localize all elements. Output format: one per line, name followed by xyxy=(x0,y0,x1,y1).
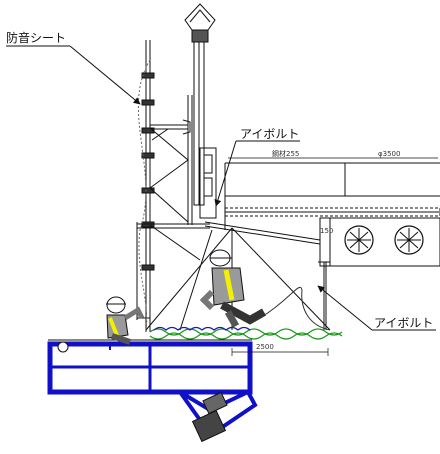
kneeling-worker-icon xyxy=(199,249,266,328)
crouching-worker-icon xyxy=(106,296,145,345)
leader-lines xyxy=(6,45,436,331)
eyebolt-bottom-label: アイボルト xyxy=(374,316,434,330)
deck-sheet xyxy=(153,326,251,331)
floodlight-icon xyxy=(184,3,216,43)
bridge-deck xyxy=(204,157,440,267)
platform-arm xyxy=(178,389,258,443)
light-mast xyxy=(193,39,205,206)
dimension-top-left: 鋼材255 xyxy=(272,150,300,158)
support-ropes xyxy=(145,227,331,331)
dimension-vertical: 150 xyxy=(320,227,334,235)
protective-net xyxy=(149,328,343,340)
dimension-bottom: 2500 xyxy=(256,343,274,351)
duct-pipes xyxy=(344,225,424,255)
scaffold-frame xyxy=(136,40,217,332)
work-platform xyxy=(47,339,253,395)
soundproof-sheet-label: 防音シート xyxy=(6,31,67,45)
eyebolt-top-label: アイボルト xyxy=(240,127,300,141)
dimension-top-right: φ3500 xyxy=(378,150,401,158)
platform-corner-marker xyxy=(57,341,69,353)
dimension-bottom-line xyxy=(231,348,329,356)
